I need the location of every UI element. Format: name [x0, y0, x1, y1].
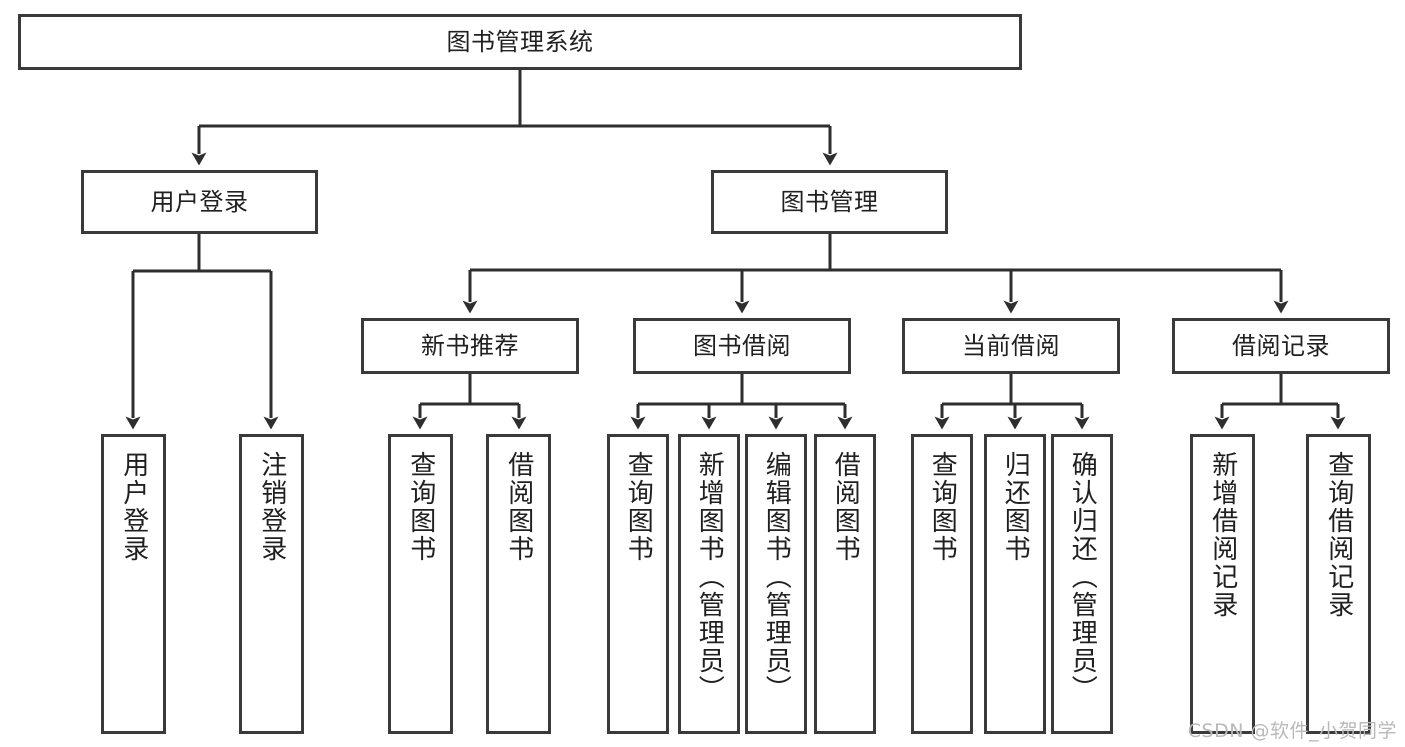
leaf-edit-book-label: 编辑图书（管理员） [761, 451, 792, 703]
node-new-book-recommend-label: 新书推荐 [421, 331, 519, 360]
leaf-query-book-3-label: 查询图书 [927, 451, 958, 563]
leaf-add-record[interactable]: 新增借阅记录 [1190, 434, 1255, 734]
leaf-logout-login-label: 注销登录 [256, 451, 287, 563]
leaf-return-book[interactable]: 归还图书 [984, 434, 1046, 734]
node-book-borrow[interactable]: 图书借阅 [633, 318, 851, 374]
leaf-query-book-2-label: 查询图书 [623, 451, 654, 563]
node-book-borrow-label: 图书借阅 [693, 331, 791, 360]
node-book-manage-label: 图书管理 [780, 187, 879, 216]
leaf-user-login-label: 用户登录 [118, 451, 149, 563]
node-user-login[interactable]: 用户登录 [81, 170, 318, 234]
leaf-user-login[interactable]: 用户登录 [101, 434, 166, 734]
node-root-label: 图书管理系统 [446, 27, 594, 56]
leaf-return-book-label: 归还图书 [1000, 451, 1031, 563]
leaf-edit-book[interactable]: 编辑图书（管理员） [745, 434, 807, 734]
leaf-query-record[interactable]: 查询借阅记录 [1306, 434, 1371, 734]
leaf-confirm-return[interactable]: 确认归还（管理员） [1051, 434, 1113, 734]
node-root[interactable]: 图书管理系统 [18, 14, 1022, 70]
leaf-confirm-return-label: 确认归还（管理员） [1067, 451, 1098, 703]
leaf-add-book-label: 新增图书（管理员） [694, 451, 725, 703]
leaf-borrow-book-1-label: 借阅图书 [503, 451, 534, 563]
leaf-add-book[interactable]: 新增图书（管理员） [678, 434, 740, 734]
leaf-query-record-label: 查询借阅记录 [1323, 451, 1354, 619]
watermark-text: CSDN @软件_小贺同学 [1187, 720, 1397, 742]
node-borrow-record-label: 借阅记录 [1232, 331, 1330, 360]
leaf-query-book-2[interactable]: 查询图书 [607, 434, 669, 734]
leaf-query-book-1[interactable]: 查询图书 [388, 434, 453, 734]
node-user-login-label: 用户登录 [150, 187, 249, 216]
node-new-book-recommend[interactable]: 新书推荐 [361, 318, 579, 374]
node-book-manage[interactable]: 图书管理 [711, 170, 948, 234]
leaf-logout-login[interactable]: 注销登录 [239, 434, 304, 734]
leaf-borrow-book-1[interactable]: 借阅图书 [486, 434, 551, 734]
leaf-borrow-book-2-label: 借阅图书 [830, 451, 861, 563]
leaf-borrow-book-2[interactable]: 借阅图书 [814, 434, 876, 734]
node-current-borrow[interactable]: 当前借阅 [902, 318, 1120, 374]
node-current-borrow-label: 当前借阅 [962, 331, 1060, 360]
leaf-query-book-3[interactable]: 查询图书 [911, 434, 973, 734]
leaf-add-record-label: 新增借阅记录 [1207, 451, 1238, 619]
leaf-query-book-1-label: 查询图书 [405, 451, 436, 563]
node-borrow-record[interactable]: 借阅记录 [1172, 318, 1390, 374]
